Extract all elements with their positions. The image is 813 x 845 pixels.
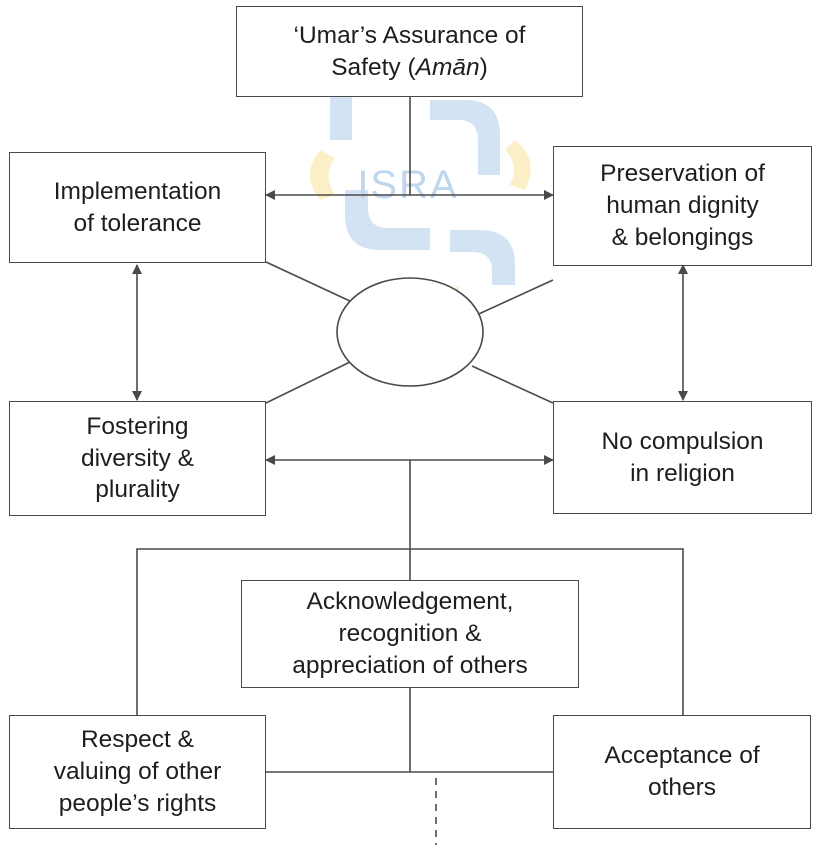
node-acceptance-of-others: Acceptance of others [553, 715, 811, 829]
diversity-line2: diversity & [80, 444, 194, 472]
respect-line2: valuing of other [53, 758, 222, 786]
acceptance-line1: Acceptance of [604, 742, 760, 770]
aman-prefix: Safety ( [331, 53, 416, 81]
node-umar-assurance-line2: Safety (Amān) [331, 52, 488, 84]
dignity-line2: human dignity [606, 192, 759, 220]
compulsion-line1: No compulsion [601, 427, 764, 455]
tolerance-line1: Implementation [53, 177, 222, 205]
dignity-line3: & belongings [611, 223, 754, 251]
node-umar-assurance-line1: ‘Umar’s Assurance of [293, 21, 526, 49]
spoke-dignity [469, 279, 554, 319]
node-fostering-diversity: Fostering diversity & plurality [9, 401, 266, 516]
node-umar-assurance: ‘Umar’s Assurance of Safety (Amān) [236, 6, 583, 97]
spoke-tolerance [265, 261, 353, 303]
node-preservation-of-dignity: Preservation of human dignity & belongin… [553, 146, 812, 266]
node-respect-rights: Respect & valuing of other people’s righ… [9, 715, 266, 829]
center-ellipse [336, 277, 484, 387]
diversity-line1: Fostering [86, 412, 189, 440]
spoke-compulsion [471, 365, 554, 404]
respect-line1: Respect & [80, 726, 195, 754]
node-implementation-of-tolerance: Implementation of tolerance [9, 152, 266, 263]
spoke-diversity [265, 361, 351, 404]
dignity-line1: Preservation of [600, 160, 765, 188]
diversity-line3: plurality [95, 476, 180, 504]
respect-line3: people’s rights [58, 789, 217, 817]
aman-suffix: ) [479, 53, 488, 81]
acceptance-line2: others [647, 774, 717, 801]
compulsion-line2: in religion [630, 459, 735, 487]
connector-bracket [136, 548, 684, 715]
ack-line2: recognition & [338, 620, 482, 648]
ack-line3: appreciation of others [292, 651, 528, 679]
node-no-compulsion: No compulsion in religion [553, 401, 812, 514]
tolerance-line2: of tolerance [73, 209, 202, 237]
ack-line1: Acknowledgement, [306, 588, 514, 616]
node-acknowledgement: Acknowledgement, recognition & appreciat… [241, 580, 579, 688]
watermark-text: ISRA [357, 163, 458, 207]
aman-italic: Amān [415, 53, 480, 81]
